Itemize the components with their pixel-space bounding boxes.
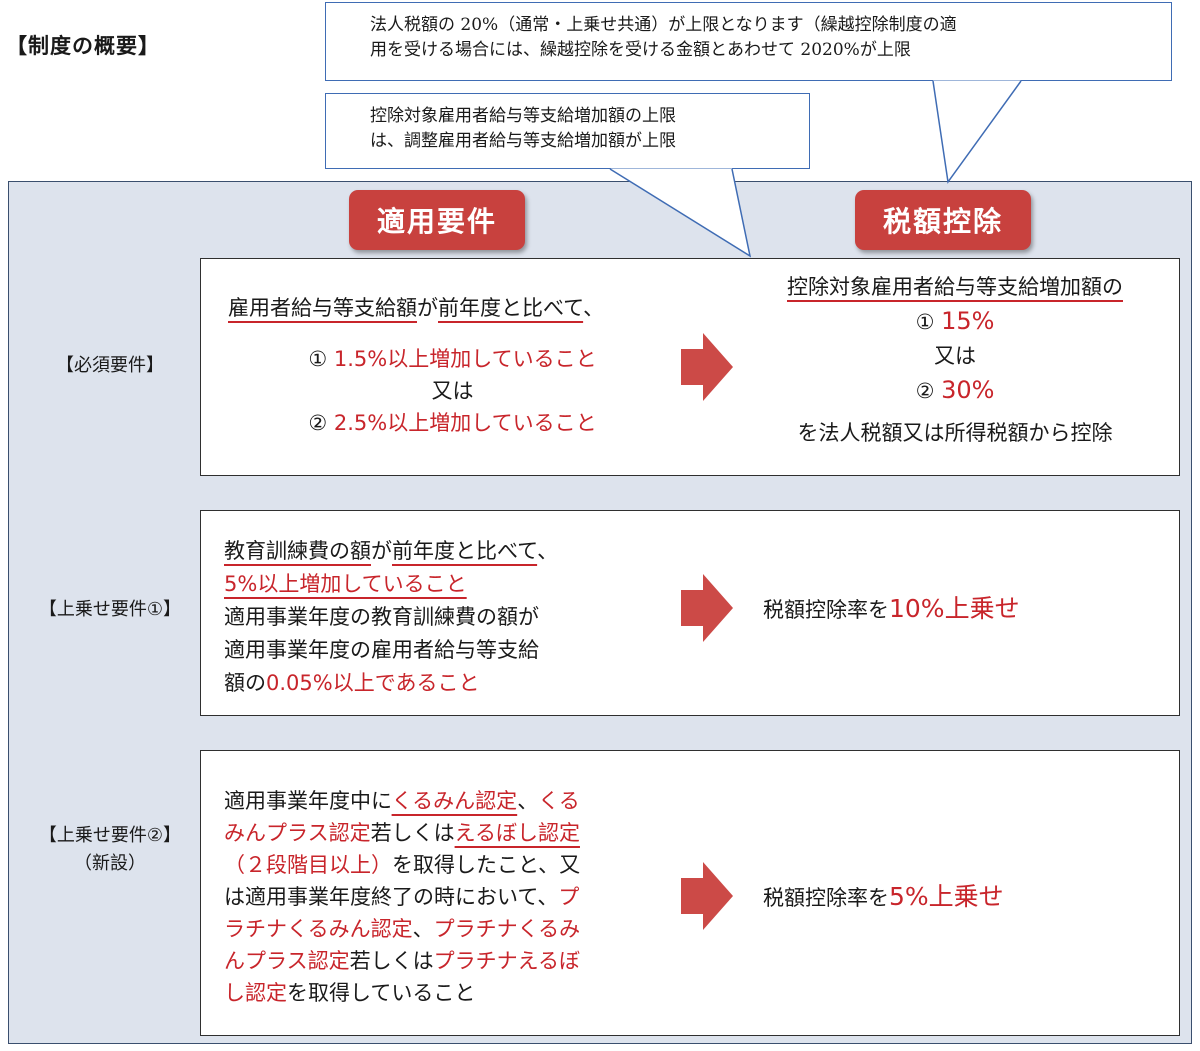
addon-2-kurumin: くるみん認定 [391,789,518,813]
addon-2-platinum-eruboshi-end: し認定 [224,981,287,1005]
mandatory-or: 又は [431,379,474,403]
addon-2-line-3-text: を取得したこと、又 [392,853,581,877]
mandatory-credit-rate-1: ① 15% [735,304,1175,339]
right-arrow-icon [681,333,733,401]
mandatory-credit-base: 控除対象雇用者給与等支給増加額の [787,275,1123,299]
callout-tax-cap-line-2: 用を受ける場合には、繰越控除を受ける金額とあわせて 2020%が上限 [370,40,911,60]
mandatory-credit-target: を法人税額又は所得税額から控除 [797,421,1113,445]
mandatory-options: ① 1.5%以上増加していること 又は ② 2.5%以上増加していること [225,343,680,439]
row-label-mandatory: 【必須要件】 [56,355,164,376]
addon-1-line-5-prefix: 額の [224,671,266,695]
mandatory-requirement-box [200,258,1180,476]
callout-increase-cap: 控除対象雇用者給与等支給増加額の上限 は、調整雇用者給与等支給増加額が上限 [325,93,810,169]
addon-2-platinum-kurumin-plus: んプラス認定 [224,949,350,973]
mandatory-condition-comma: 、 [583,296,605,320]
addon-1-compare: 前年度と比べて [392,539,538,563]
addon-1-line-5: 額の0.05%以上であること [224,667,558,700]
addon-1-particle: が [371,539,392,563]
addon-2-line-7: し認定を取得していること [224,977,580,1009]
addon-2-line-1-comma: 、 [517,789,539,813]
callout-tax-cap: 法人税額の 20%（通常・上乗せ共通）が上限となります（繰越控除制度の適 用を受… [325,2,1172,81]
mandatory-credit-rate-1-number: ① [915,310,935,334]
addon-2-kurumin-plus: みんプラス認定 [224,821,371,845]
addon-2-line-3: （２段階目以上）を取得したこと、又 [224,849,580,881]
mandatory-option-1-text: 1.5%以上増加していること [333,347,597,371]
addon-1-increase: 5%以上増加していること [224,572,467,596]
mandatory-credit-rate-2-number: ② [915,379,935,403]
requirements-header: 適用要件 [349,190,525,250]
addon-2-eruboshi: えるぼし認定 [454,821,580,845]
mandatory-condition-compare: 前年度と比べて [438,296,584,320]
addon-1-line-4: 適用事業年度の雇用者給与等支給 [224,638,539,662]
mandatory-condition-particle: が [417,296,438,320]
addon-2-platinum-kurumin: ラチナくるみん認定 [224,917,413,941]
right-arrow-icon [681,574,733,642]
tax-credit-header: 税額控除 [855,190,1031,250]
addon-1-condition: 教育訓練費の額が前年度と比べて、 5%以上増加していること 適用事業年度の教育訓… [224,535,558,700]
addon-2-platinum-start: プ [558,885,580,909]
addon-1-training-cost: 教育訓練費の額 [224,539,371,563]
addon-2-line-2: みんプラス認定若しくはえるぼし認定 [224,817,580,849]
addon-1-line-1: 教育訓練費の額が前年度と比べて、 [224,535,558,568]
addon-2-line-7-text: を取得していること [287,981,476,1005]
right-arrow-icon [681,862,733,930]
mandatory-option-2-number: ② [308,411,328,435]
callout-tax-cap-line-1: 法人税額の 20%（通常・上乗せ共通）が上限となります（繰越控除制度の適 [370,15,957,35]
callout-increase-cap-line-2: は、調整雇用者給与等支給増加額が上限 [370,131,676,151]
mandatory-credit-rate-2-value: 30% [941,376,995,404]
addon-2-line-4-text: は適用事業年度終了の時において、 [224,885,559,909]
mandatory-credit: 控除対象雇用者給与等支給増加額の ① 15% 又は ② 30% を法人税額又は所… [735,270,1175,450]
addon-2-line-5: ラチナくるみん認定、プラチナくるみ [224,913,580,945]
addon-2-line-5-comma: 、 [412,917,434,941]
mandatory-credit-or: 又は [934,344,976,368]
addon-2-line-6-or: 若しくは [349,949,434,973]
mandatory-condition-subject: 雇用者給与等支給額 [228,296,417,320]
addon-2-credit-value: 5%上乗せ [889,882,1004,911]
mandatory-option-2-text: 2.5%以上増加していること [333,411,597,435]
mandatory-option-1-number: ① [308,347,328,371]
addon-2-credit-text: 税額控除率を [763,886,889,910]
row-label-addon-1: 【上乗せ要件①】 [38,599,182,620]
addon-1-credit: 税額控除率を10%上乗せ [763,593,1020,626]
addon-1-comma: 、 [537,539,559,563]
addon-2-eruboshi-level: （２段階目以上） [224,853,392,877]
callout-increase-cap-line-1: 控除対象雇用者給与等支給増加額の上限 [370,106,676,126]
mandatory-credit-rate-1-value: 15% [941,307,995,335]
row-label-addon-2: 【上乗せ要件②】 （新設） [22,822,198,878]
callout-tax-cap-tail [933,80,1021,182]
addon-2-line-1-text: 適用事業年度中に [224,789,392,813]
addon-1-credit-text: 税額控除率を [763,598,889,622]
addon-1-line-3: 適用事業年度の教育訓練費の額が [224,605,539,629]
mandatory-credit-rate-2: ② 30% [735,373,1175,408]
row-label-addon-2-main: 【上乗せ要件②】 [38,825,182,846]
mandatory-option-2: ② 2.5%以上増加していること [225,407,680,439]
addon-2-line-4: は適用事業年度終了の時において、プ [224,881,580,913]
addon-2-line-2-or: 若しくは [370,821,455,845]
addon-2-line-1: 適用事業年度中にくるみん認定、くる [224,785,580,817]
mandatory-condition: 雇用者給与等支給額が前年度と比べて、 [228,292,604,324]
addon-2-kurumin-plus-start: くる [538,789,580,813]
row-label-addon-2-new: （新設） [74,853,146,874]
callout-tax-cap-tail-edge [932,80,1022,184]
addon-2-line-6: んプラス認定若しくはプラチナえるぼ [224,945,580,977]
addon-1-credit-value: 10%上乗せ [889,594,1020,623]
page-title: 【制度の概要】 [6,34,160,58]
addon-2-condition: 適用事業年度中にくるみん認定、くる みんプラス認定若しくはえるぼし認定 （２段階… [224,785,580,1009]
addon-2-credit: 税額控除率を5%上乗せ [763,881,1004,914]
addon-2-platinum-kurumin-plus-start: プラチナくるみ [433,917,581,941]
mandatory-option-1: ① 1.5%以上増加していること [225,343,680,375]
addon-1-line-2: 5%以上増加していること [224,568,558,601]
addon-1-ratio: 0.05%以上であること [266,671,480,695]
addon-2-platinum-eruboshi-start: プラチナえるぼ [433,949,580,973]
